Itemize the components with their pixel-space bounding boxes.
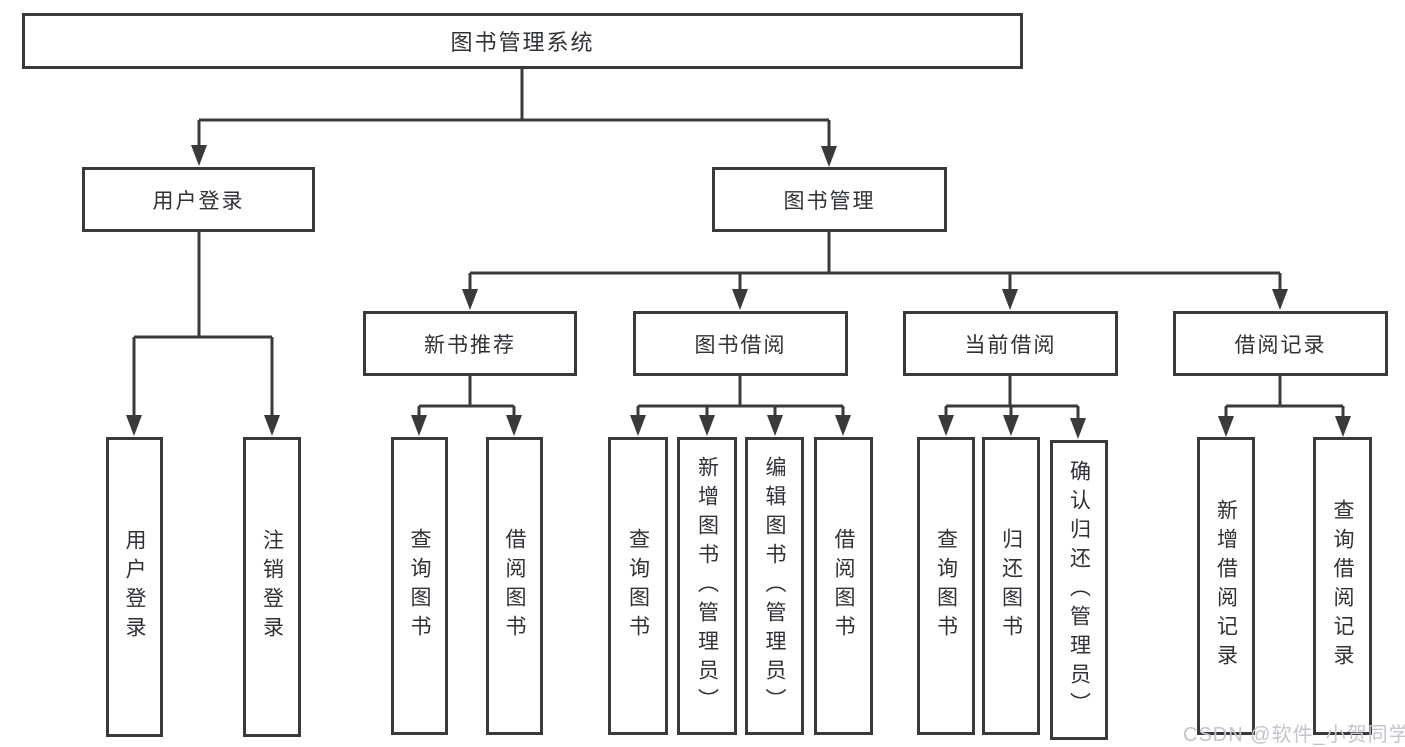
- node-user-login-group: 用户登录: [82, 167, 315, 232]
- node-query-books-borrowing-label: 查询图书: [626, 528, 650, 644]
- node-borrowing-records: 借阅记录: [1173, 311, 1388, 376]
- node-add-books-admin: 新增图书（管理员）: [677, 437, 737, 735]
- node-add-borrow-record: 新增借阅记录: [1197, 437, 1255, 735]
- node-borrow-books-borrowing: 借阅图书: [814, 437, 873, 735]
- node-confirm-return-admin: 确认归还（管理员）: [1050, 440, 1108, 740]
- node-logout: 注销登录: [243, 437, 301, 737]
- node-new-book-recommendation: 新书推荐: [363, 311, 577, 376]
- watermark-text: CSDN @软件_小贺同学: [1183, 724, 1405, 746]
- node-borrowing-records-label: 借阅记录: [1234, 333, 1327, 357]
- node-borrow-books-borrowing-label: 借阅图书: [832, 528, 855, 644]
- node-library-system-label: 图书管理系统: [450, 30, 595, 55]
- node-book-borrowing: 图书借阅: [633, 311, 848, 376]
- node-edit-books-admin: 编辑图书（管理员）: [745, 437, 804, 735]
- node-logout-label: 注销登录: [260, 529, 284, 645]
- arrow-stems: [132, 120, 1345, 423]
- node-borrow-books-recommend: 借阅图书: [486, 437, 543, 735]
- node-query-books-borrowing: 查询图书: [608, 437, 668, 735]
- node-edit-books-admin-label: 编辑图书（管理员）: [763, 455, 786, 717]
- node-query-books-current-label: 查询图书: [934, 528, 958, 644]
- node-return-books: 归还图书: [982, 437, 1040, 735]
- node-book-management-label: 图书管理: [783, 189, 876, 213]
- node-query-books-current: 查询图书: [917, 437, 975, 735]
- node-query-books-recommend: 查询图书: [391, 437, 448, 735]
- node-add-borrow-record-label: 新增借阅记录: [1214, 499, 1238, 673]
- node-add-books-admin-label: 新增图书（管理员）: [695, 455, 719, 717]
- node-current-borrowing-label: 当前借阅: [964, 333, 1057, 357]
- node-query-borrow-record: 查询借阅记录: [1313, 437, 1372, 735]
- node-query-borrow-record-label: 查询借阅记录: [1331, 499, 1354, 673]
- node-book-management: 图书管理: [712, 167, 947, 232]
- node-query-books-recommend-label: 查询图书: [408, 528, 431, 644]
- node-user-login-group-label: 用户登录: [152, 189, 245, 213]
- node-user-login-label: 用户登录: [123, 529, 146, 645]
- node-book-borrowing-label: 图书借阅: [694, 333, 787, 357]
- node-confirm-return-admin-label: 确认归还（管理员）: [1067, 459, 1091, 721]
- node-user-login: 用户登录: [106, 437, 163, 737]
- node-library-system: 图书管理系统: [22, 13, 1023, 69]
- node-new-book-recommendation-label: 新书推荐: [424, 333, 516, 357]
- node-return-books-label: 归还图书: [999, 528, 1023, 644]
- node-current-borrowing: 当前借阅: [903, 311, 1118, 376]
- node-borrow-books-recommend-label: 借阅图书: [503, 528, 526, 644]
